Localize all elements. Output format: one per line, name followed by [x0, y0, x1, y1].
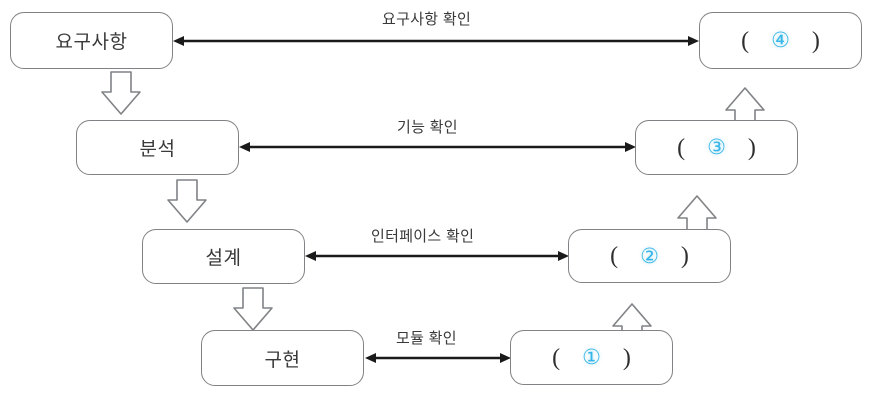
close-paren-4: ) — [811, 27, 820, 54]
node-design-label: 설계 — [205, 248, 242, 269]
edge-label-requirements-check: 요구사항 확인 — [382, 8, 471, 29]
node-implementation[interactable]: 구현 — [201, 330, 364, 386]
open-paren-4: ( — [741, 27, 750, 54]
circled-number-2: ② — [640, 243, 659, 268]
block-arrow-down-analysis-to-design — [167, 179, 207, 223]
open-paren-1: ( — [552, 344, 561, 371]
node-blank-1[interactable]: ( ① ) — [510, 330, 673, 385]
node-blank-4[interactable]: ( ④ ) — [699, 12, 862, 69]
node-analysis[interactable]: 분석 — [76, 120, 239, 175]
node-analysis-label: 분석 — [139, 139, 176, 160]
close-paren-1: ) — [622, 344, 631, 371]
node-blank-3[interactable]: ( ③ ) — [635, 120, 798, 175]
circled-number-3: ③ — [707, 135, 726, 159]
block-arrow-down-design-to-implementation — [233, 287, 273, 331]
node-blank-2[interactable]: ( ② ) — [568, 229, 731, 283]
block-arrow-down-requirements-to-analysis — [101, 71, 141, 115]
edge-label-module-check-text: 모듈 확인 — [396, 330, 457, 347]
node-requirements-label: 요구사항 — [55, 32, 128, 53]
edge-label-interface-check: 인터페이스 확인 — [371, 225, 474, 246]
edge-label-function-check: 기능 확인 — [397, 116, 458, 137]
open-paren-2: ( — [610, 243, 619, 269]
close-paren-2: ) — [680, 243, 689, 269]
edge-label-interface-check-text: 인터페이스 확인 — [371, 228, 475, 245]
edge-label-module-check: 모듈 확인 — [396, 327, 457, 348]
node-implementation-label: 구현 — [264, 349, 301, 371]
circled-number-1: ① — [582, 345, 601, 369]
node-requirements[interactable]: 요구사항 — [10, 12, 173, 69]
edge-label-function-check-text: 기능 확인 — [397, 119, 458, 136]
circled-number-4: ④ — [771, 28, 790, 52]
open-paren-3: ( — [677, 134, 686, 161]
edge-label-requirements-check-text: 요구사항 확인 — [382, 11, 472, 28]
node-design[interactable]: 설계 — [142, 229, 305, 284]
close-paren-3: ) — [747, 134, 756, 161]
